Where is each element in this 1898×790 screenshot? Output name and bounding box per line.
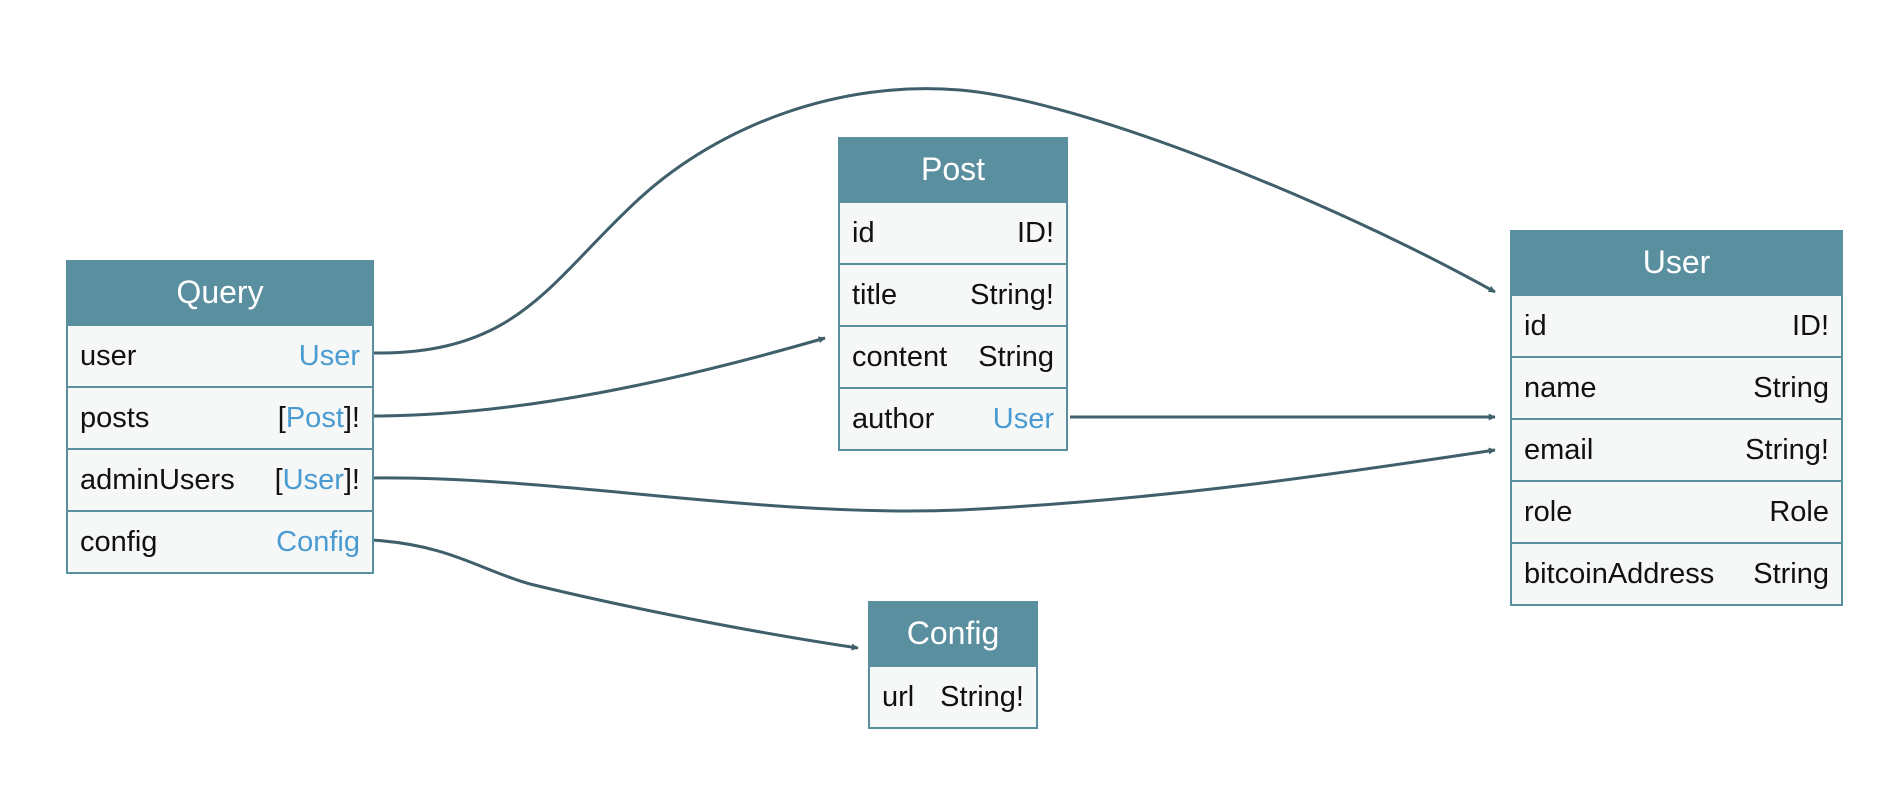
field-type: [Post]! [277,401,360,434]
user-field-role[interactable]: role Role [1512,480,1841,542]
field-name: id [1524,309,1547,342]
query-field-adminusers[interactable]: adminUsers [User]! [68,448,372,510]
field-type: ID! [1791,309,1829,342]
type-link-user[interactable]: User [992,402,1054,435]
type-link-user[interactable]: User [298,339,360,372]
user-field-bitcoinaddress[interactable]: bitcoinAddress String [1512,542,1841,604]
field-type: [User]! [274,463,360,496]
query-node-title: Query [68,262,372,324]
query-field-config[interactable]: config Config [68,510,372,572]
field-name: adminUsers [80,463,235,496]
field-name: title [852,278,898,311]
field-name: content [852,340,948,373]
post-field-author[interactable]: author User [840,387,1066,449]
type-link-post[interactable]: Post [285,401,344,434]
field-name: bitcoinAddress [1524,557,1715,590]
config-node[interactable]: Config url String! [868,601,1038,729]
field-name: id [852,216,875,249]
field-type: String [1753,371,1829,404]
field-type: User [299,340,360,373]
edge-query-posts-to-post [371,336,826,418]
config-field-url[interactable]: url String! [870,665,1036,727]
type-link-user[interactable]: User [282,463,344,496]
field-type: String [978,340,1054,373]
post-field-id[interactable]: id ID! [840,201,1066,263]
field-type: String! [970,278,1054,311]
post-node[interactable]: Post id ID! title String! content String… [838,137,1068,451]
user-field-email[interactable]: email String! [1512,418,1841,480]
user-field-name[interactable]: name String [1512,356,1841,418]
field-type: String! [940,680,1024,713]
query-field-user[interactable]: user User [68,324,372,386]
field-name: author [852,402,935,435]
field-name: url [882,680,915,713]
type-link-config[interactable]: Config [276,525,360,558]
field-name: config [80,525,158,558]
query-field-posts[interactable]: posts [Post]! [68,386,372,448]
edge-query-config-to-config [371,538,859,651]
field-type: Config [276,526,360,559]
field-name: posts [80,401,150,434]
field-name: user [80,339,137,372]
edge-query-adminusers-to-user [371,447,1496,513]
user-field-id[interactable]: id ID! [1512,294,1841,356]
post-node-title: Post [840,139,1066,201]
field-name: email [1524,433,1594,466]
field-type: String [1753,557,1829,590]
config-node-title: Config [870,603,1036,665]
field-type: Role [1769,495,1829,528]
field-type: ID! [1016,216,1054,249]
field-name: role [1524,495,1573,528]
post-field-content[interactable]: content String [840,325,1066,387]
post-field-title[interactable]: title String! [840,263,1066,325]
field-type: String! [1745,433,1829,466]
user-node-title: User [1512,232,1841,294]
user-node[interactable]: User id ID! name String email String! ro… [1510,230,1843,606]
query-node[interactable]: Query user User posts [Post]! adminUsers… [66,260,374,574]
field-name: name [1524,371,1597,404]
